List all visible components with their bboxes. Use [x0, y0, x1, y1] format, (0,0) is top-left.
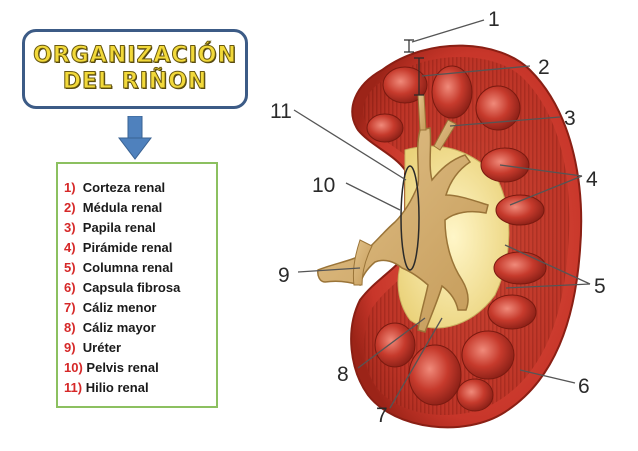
pyramid	[487, 294, 537, 330]
calyx-branch	[417, 94, 427, 131]
legend: 1) Corteza renal 2) Médula renal 3) Papi…	[56, 162, 218, 408]
title-line-1: ORGANIZACIÓN	[33, 43, 237, 69]
legend-item: 3) Papila renal	[64, 220, 156, 235]
label-10: 10	[312, 174, 335, 197]
title-box: ORGANIZACIÓN DEL RIÑON	[22, 29, 248, 109]
label-1-bracket	[404, 39, 414, 53]
ureter	[352, 239, 373, 286]
pyramid	[408, 344, 462, 406]
legend-item: 4) Pirámide renal	[64, 240, 173, 255]
pyramid	[382, 66, 428, 104]
label-4: 4	[586, 168, 598, 191]
pyramid	[461, 330, 515, 380]
pyramid	[495, 194, 545, 226]
legend-item: 8) Cáliz mayor	[64, 320, 156, 335]
legend-item: 6) Capsula fibrosa	[64, 280, 181, 295]
title-line-2: DEL RIÑON	[62, 69, 208, 95]
label-11: 11	[270, 100, 292, 123]
pyramid	[475, 85, 521, 131]
label-7: 7	[376, 404, 388, 427]
label-3: 3	[564, 107, 576, 130]
label-9: 9	[278, 264, 290, 287]
renal-pyramids	[366, 65, 547, 412]
label-5: 5	[594, 275, 606, 298]
pyramid	[366, 113, 404, 143]
pyramid	[480, 147, 530, 183]
pyramid	[431, 65, 473, 119]
label-2: 2	[538, 56, 550, 79]
label-1: 1	[488, 8, 500, 31]
pyramid	[374, 322, 416, 368]
legend-item: 2) Médula renal	[64, 200, 163, 215]
down-arrow-icon	[118, 116, 152, 160]
legend-item: 5) Columna renal	[64, 260, 174, 275]
pyramid	[493, 251, 547, 285]
calyx-branch	[433, 119, 457, 151]
pyramid	[456, 378, 494, 412]
legend-item: 10) Pelvis renal	[64, 360, 159, 375]
legend-item: 11) Hilio renal	[64, 380, 149, 395]
label-6: 6	[578, 375, 590, 398]
leader-lines	[293, 19, 591, 409]
legend-item: 9) Uréter	[64, 340, 122, 355]
label-2-bracket	[414, 57, 424, 96]
label-8: 8	[337, 363, 349, 386]
legend-item: 1) Corteza renal	[64, 180, 166, 195]
hilum-outline	[400, 165, 420, 271]
legend-item: 7) Cáliz menor	[64, 300, 157, 315]
